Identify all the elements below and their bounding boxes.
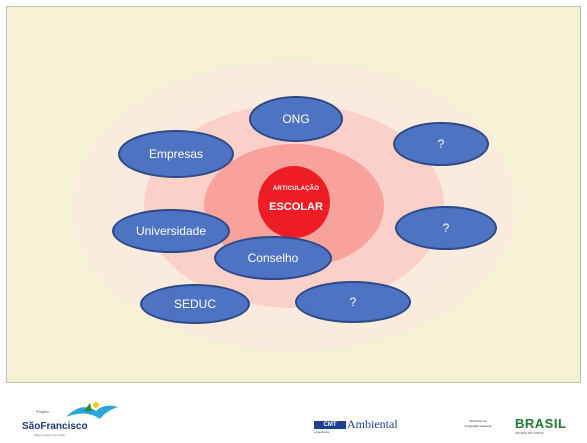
sao-francisco-logo-icon	[66, 402, 118, 419]
ministerio-line1: Ministério da	[469, 419, 487, 423]
brasil-logo-wordmark: BRASIL	[515, 416, 567, 431]
cmt-ambiental-wordmark: Ambiental	[347, 417, 398, 431]
node-empresas: Empresas	[118, 130, 234, 178]
node-unknown-top-right: ?	[393, 122, 489, 166]
node-ong: ONG	[249, 96, 343, 142]
core-circle	[258, 166, 330, 238]
node-unknown-mid-right: ?	[395, 206, 497, 250]
cmt-logo-badge: CMT	[314, 421, 346, 429]
brasil-tagline: UM PAÍS DE TODOS	[515, 431, 544, 435]
center-label-main: ESCOLAR	[269, 201, 323, 213]
ministerio-line2: Integração Nacional	[464, 424, 492, 428]
footer-logos	[0, 393, 587, 443]
node-universidade: Universidade	[112, 209, 230, 253]
sao-francisco-tagline: Água e quem tem sede	[34, 433, 66, 437]
sao-francisco-small-label: Projeto	[36, 409, 49, 414]
cmt-subtitle: engenharia	[314, 430, 330, 434]
node-seduc: SEDUC	[140, 284, 250, 324]
node-conselho: Conselho	[214, 236, 332, 280]
node-unknown-bottom: ?	[295, 281, 411, 323]
sao-francisco-name: SãoFrancisco	[22, 421, 88, 432]
center-label-small: ARTICULAÇÃO	[272, 186, 320, 192]
